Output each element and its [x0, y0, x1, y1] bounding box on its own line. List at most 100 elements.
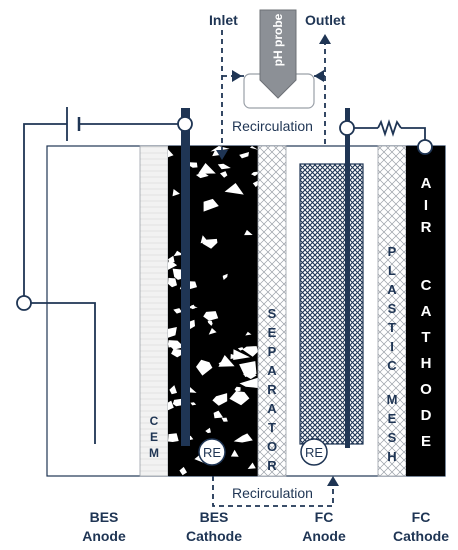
resistor-icon [377, 119, 402, 137]
granule-gap [172, 398, 182, 407]
granule-gap [190, 402, 197, 406]
re-right-circle [300, 438, 328, 466]
granule-gap [252, 180, 258, 188]
recirculation-bottom-bg [229, 484, 323, 501]
granule-gap [179, 466, 187, 476]
plastic-mesh [377, 145, 407, 477]
plastic-letter: I [390, 339, 394, 354]
outlet-label: Outlet [305, 12, 346, 28]
separator-letter: R [267, 382, 277, 397]
bottom-recirculation-line [212, 476, 334, 507]
air-label: AIR [421, 175, 432, 236]
cem-letter: E [150, 430, 158, 444]
granule-gap [202, 238, 218, 249]
separator-letter: S [268, 306, 277, 321]
bes-anode-label-1: BES [90, 509, 119, 525]
outlet-arrow-icon [319, 34, 331, 44]
granule-gap [198, 163, 216, 174]
bottom-recirculation-arrow-icon [327, 476, 339, 486]
granule-gap [243, 370, 257, 379]
circuit-left [23, 123, 67, 296]
granule-gap [210, 146, 230, 152]
granule-gap [196, 172, 209, 179]
granule-gap [251, 171, 258, 177]
probe-outlet-arrow-icon [314, 70, 324, 82]
separator-letter: A [267, 401, 277, 416]
granule-gap [247, 462, 256, 469]
mesh-letter: E [388, 411, 397, 426]
mesh-letter: M [387, 392, 398, 407]
fc-anode-label-1: FC [315, 509, 334, 525]
recirculation-bottom-label: Recirculation [232, 485, 313, 501]
granule-gap [203, 198, 219, 212]
recirculation-top-bg [229, 118, 323, 135]
re-right-label: RE [305, 445, 323, 460]
separator-letter: R [267, 458, 277, 473]
granule-gap [218, 355, 235, 367]
granule-gap [249, 146, 258, 150]
granule-gap [168, 255, 175, 263]
plastic-letter: S [388, 301, 397, 316]
air-letter: I [424, 197, 428, 214]
bes-cathode-label-2: Cathode [186, 528, 242, 544]
separator-letter: A [267, 363, 277, 378]
air-letter: R [421, 219, 432, 236]
fc-anode-rod [345, 108, 350, 448]
cem-letter: M [149, 446, 159, 460]
cathode-letter: D [421, 407, 432, 424]
terminal-fc-anode [339, 120, 355, 136]
granule-gap [221, 417, 228, 422]
separator-letter: O [267, 439, 277, 454]
inlet-arrow-icon [216, 150, 228, 160]
bes-anode-label-2: Anode [82, 528, 126, 544]
plastic-letter: C [387, 358, 397, 373]
plastic-letter: L [388, 263, 396, 278]
cem-label: CEM [149, 414, 159, 460]
cathode-letter: T [421, 329, 430, 346]
separator-membrane [257, 145, 287, 477]
fc-anode-mesh [299, 163, 364, 445]
granule-gap [245, 331, 252, 336]
granule-gap [222, 273, 228, 280]
granule-gap [233, 349, 250, 360]
cem-letter: C [150, 414, 159, 428]
granule-gap [203, 311, 219, 321]
granule-gap [239, 152, 249, 159]
granule-gap [208, 328, 217, 335]
granule-gap [168, 340, 185, 350]
re-left-circle [198, 438, 226, 466]
plastic-letter: P [388, 244, 397, 259]
cathode-letter: E [421, 433, 431, 450]
granule-gap [172, 189, 180, 197]
mesh-letter: H [387, 449, 396, 464]
recirculation-top-label: Recirculation [232, 118, 313, 134]
granule-gap [168, 433, 179, 442]
granule-gap [205, 427, 211, 434]
ph-probe-label: pH probe [271, 13, 285, 66]
granule-gap [196, 359, 213, 376]
cathode-letter: A [421, 303, 432, 320]
granule-gap [213, 410, 224, 419]
cem-membrane [139, 145, 169, 477]
air-letter: A [421, 175, 432, 192]
plastic-letter: A [387, 282, 397, 297]
granule-gap [239, 377, 258, 388]
bes-anode-wire [24, 302, 96, 444]
separator-letter: E [268, 325, 277, 340]
probe-inlet-arrow-icon [232, 70, 242, 82]
mesh-letter: S [388, 430, 397, 445]
bes-cathode-label-1: BES [200, 509, 229, 525]
granule-gap [168, 327, 177, 338]
granule-gap [217, 163, 231, 170]
inlet-label: Inlet [209, 12, 238, 28]
plastic-letter: T [388, 320, 396, 335]
granule-gap [220, 171, 228, 178]
granule-gap [207, 320, 213, 326]
granule-gap [168, 400, 174, 411]
granule-gap [234, 386, 241, 392]
fc-cathode-label-2: Cathode [393, 528, 449, 544]
granule-gap [229, 391, 250, 406]
granule-gap [212, 393, 228, 406]
